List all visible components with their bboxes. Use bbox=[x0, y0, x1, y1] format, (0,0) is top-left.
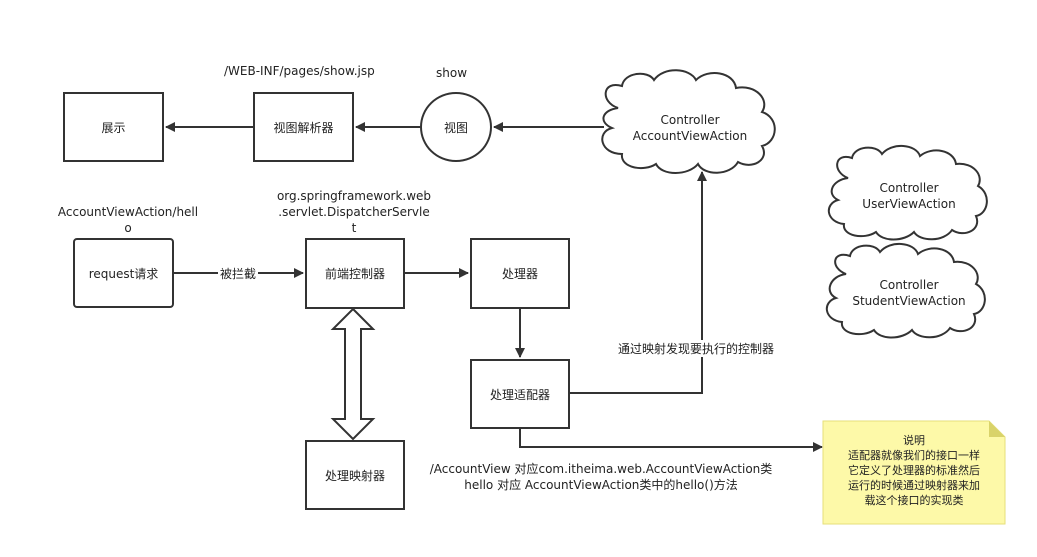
mapping-desc-line2: hello 对应 AccountViewAction类中的hello()方法 bbox=[464, 478, 738, 492]
note-line2: 它定义了处理器的标准然后 bbox=[848, 464, 980, 477]
cloud-student-text: Controller StudentViewAction bbox=[834, 277, 984, 309]
cloud-account-line1: Controller bbox=[660, 113, 720, 127]
cloud-user-view-action bbox=[828, 145, 988, 241]
view-resolver-label: 视图解析器 bbox=[273, 120, 334, 135]
handler-box: 处理器 bbox=[470, 238, 570, 309]
note-line4: 载这个接口的实现类 bbox=[864, 494, 964, 507]
intercepted-label: 被拦截 bbox=[218, 265, 259, 282]
view-label: 视图 bbox=[443, 120, 468, 135]
handler-label: 处理器 bbox=[501, 267, 538, 281]
arrow-adapter-to-controller bbox=[570, 171, 707, 394]
display-label: 展示 bbox=[101, 120, 126, 135]
view-circle: 视图 bbox=[420, 92, 492, 162]
front-controller-label: 前端控制器 bbox=[324, 267, 385, 281]
handler-adapter-box: 处理适配器 bbox=[470, 359, 570, 429]
show-label: show bbox=[436, 66, 468, 80]
request-path-line1: AccountViewAction/hell bbox=[57, 205, 199, 219]
mapping-found-label: 通过映射发现要执行的控制器 bbox=[616, 340, 777, 357]
display-box: 展示 bbox=[63, 92, 164, 162]
jsp-path-label: /WEB-INF/pages/show.jsp bbox=[224, 64, 375, 78]
arrow-adapter-to-note bbox=[519, 429, 823, 452]
cloud-user-line1: Controller bbox=[879, 181, 939, 195]
handler-mapping-label: 处理映射器 bbox=[324, 468, 385, 483]
request-path-label: AccountViewAction/hell o bbox=[40, 204, 216, 236]
servlet-line1: org.springframework.web bbox=[276, 189, 432, 203]
handler-mapping-box: 处理映射器 bbox=[305, 440, 405, 510]
handler-adapter-label: 处理适配器 bbox=[489, 387, 550, 402]
note-fold bbox=[989, 421, 1005, 437]
cloud-student-line2: StudentViewAction bbox=[852, 294, 966, 308]
request-label: request请求 bbox=[88, 266, 159, 281]
cloud-account-text: Controller AccountViewAction bbox=[616, 112, 764, 144]
double-arrow-controller-mapping bbox=[330, 307, 376, 441]
note-title: 说明 bbox=[903, 434, 925, 447]
note-line1: 适配器就像我们的接口一样 bbox=[848, 449, 980, 462]
note-background bbox=[822, 420, 1006, 525]
cloud-user-text: Controller UserViewAction bbox=[836, 180, 982, 212]
mapping-desc-line1: /AccountView 对应com.itheima.web.AccountVi… bbox=[429, 462, 773, 476]
note-line3: 运行的时候通过映射器来加 bbox=[848, 479, 980, 492]
request-box: request请求 bbox=[73, 238, 174, 308]
note-text: 说明 适配器就像我们的接口一样 它定义了处理器的标准然后 运行的时候通过映射器来… bbox=[826, 433, 1002, 508]
cloud-student-line1: Controller bbox=[879, 278, 939, 292]
cloud-student-view-action bbox=[826, 243, 986, 339]
view-resolver-box: 视图解析器 bbox=[253, 92, 354, 162]
cloud-account-line2: AccountViewAction bbox=[632, 129, 748, 143]
servlet-line3: t bbox=[351, 221, 357, 235]
cloud-account-view-action bbox=[601, 69, 776, 174]
front-controller-box: 前端控制器 bbox=[305, 238, 405, 309]
servlet-line2: .servlet.DispatcherServle bbox=[278, 205, 430, 219]
request-path-line2: o bbox=[124, 221, 132, 235]
cloud-user-line2: UserViewAction bbox=[862, 197, 956, 211]
dispatcher-servlet-label: org.springframework.web .servlet.Dispatc… bbox=[268, 188, 440, 236]
mapping-description: /AccountView 对应com.itheima.web.AccountVi… bbox=[413, 461, 789, 493]
